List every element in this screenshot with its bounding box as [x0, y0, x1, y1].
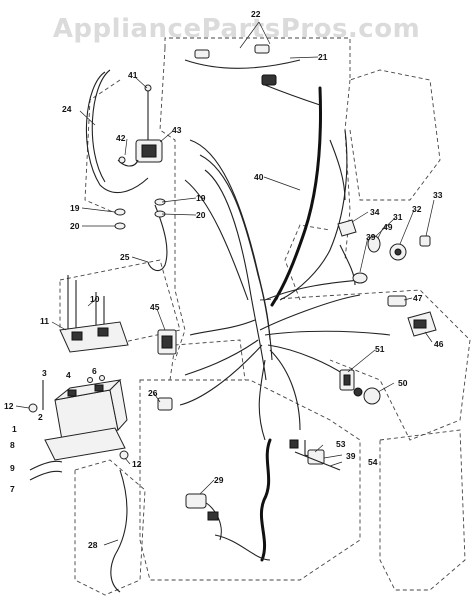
harness-wires — [179, 59, 391, 561]
callout-33: 33 — [433, 190, 443, 200]
callout-labels: 22 21 41 24 42 43 40 19 20 19 20 33 32 3… — [4, 9, 444, 550]
callout-40: 40 — [254, 172, 264, 182]
battery-assembly — [28, 275, 129, 461]
relay-53-54 — [289, 439, 341, 471]
callout-43: 43 — [172, 125, 182, 135]
callout-20-left: 20 — [70, 221, 80, 231]
callout-1: 1 — [12, 424, 17, 434]
switch-34 — [337, 219, 357, 237]
connector-47 — [387, 295, 407, 307]
ground-clips — [114, 198, 166, 230]
module-45 — [157, 329, 177, 355]
terminal-42 — [117, 156, 139, 167]
callout-47: 47 — [413, 293, 423, 303]
callout-21: 21 — [318, 52, 328, 62]
callout-8: 8 — [10, 440, 15, 450]
callout-42: 42 — [116, 133, 126, 143]
lamp-sockets — [352, 235, 431, 284]
callout-24: 24 — [62, 104, 72, 114]
callout-22: 22 — [251, 9, 261, 19]
plug-26 — [157, 397, 173, 411]
callout-9: 9 — [10, 463, 15, 473]
callout-29: 29 — [214, 475, 224, 485]
callout-11: 11 — [40, 316, 49, 326]
callout-50: 50 — [398, 378, 408, 388]
callout-54: 54 — [368, 457, 378, 467]
callout-46: 46 — [434, 339, 444, 349]
callout-10: 10 — [90, 294, 100, 304]
callout-20-right: 20 — [196, 210, 206, 220]
callout-49: 49 — [383, 222, 393, 232]
knob-50 — [353, 387, 381, 405]
main-harness-cable — [259, 86, 322, 562]
plug-29 — [185, 493, 219, 521]
callout-39-top: 39 — [366, 232, 376, 242]
callout-12-right: 12 — [132, 459, 142, 469]
callout-25: 25 — [120, 252, 130, 262]
callout-12-left: 12 — [4, 401, 14, 411]
callout-32: 32 — [412, 204, 422, 214]
rear-connectors — [194, 44, 277, 86]
switch-51 — [339, 369, 355, 391]
callout-26: 26 — [148, 388, 158, 398]
callout-39-bottom: 39 — [346, 451, 356, 461]
callout-19-right: 19 — [196, 193, 206, 203]
callout-31: 31 — [393, 212, 403, 222]
callout-53: 53 — [336, 439, 346, 449]
frame-outline — [59, 37, 471, 596]
callout-34: 34 — [370, 207, 380, 217]
callout-3: 3 — [42, 368, 47, 378]
ignition-switch-46 — [407, 311, 437, 337]
starter-solenoid — [135, 84, 163, 163]
leader-lines — [15, 21, 435, 546]
battery-cables — [29, 69, 168, 593]
callout-45: 45 — [150, 302, 160, 312]
callout-6: 6 — [92, 366, 97, 376]
callout-7: 7 — [10, 484, 15, 494]
callout-19-left: 19 — [70, 203, 80, 213]
callout-51: 51 — [375, 344, 385, 354]
callout-4: 4 — [66, 370, 71, 380]
callout-28: 28 — [88, 540, 98, 550]
callout-41: 41 — [128, 70, 138, 80]
callout-2: 2 — [38, 412, 43, 422]
